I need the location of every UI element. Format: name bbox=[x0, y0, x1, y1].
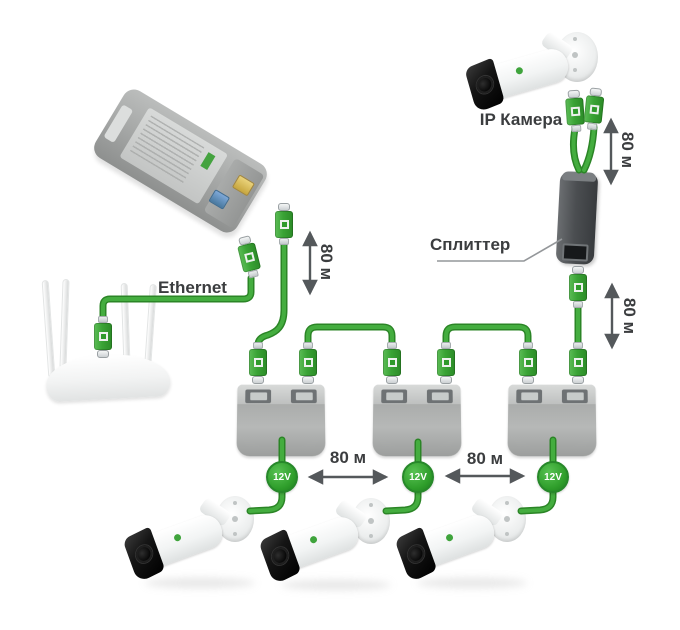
extender1-to-extender2-cable bbox=[306, 325, 394, 346]
12v-badge-label: 12V bbox=[544, 471, 562, 483]
ethernet-cable bbox=[101, 276, 253, 320]
rj45-connector-icon bbox=[569, 342, 587, 384]
ip-camera-2 bbox=[258, 496, 392, 585]
distance-label: 80 м bbox=[620, 297, 639, 335]
distance-label: 80 м bbox=[317, 243, 336, 281]
ip-camera-label: IP Камера bbox=[479, 110, 563, 129]
splitter-y-cable-left bbox=[571, 127, 581, 172]
rj45-connector-icon bbox=[94, 316, 112, 358]
ip-camera bbox=[464, 28, 598, 114]
distance-label: 80 м bbox=[466, 449, 504, 468]
rj45-connector-icon bbox=[383, 342, 401, 384]
12v-badge-label: 12V bbox=[273, 471, 291, 483]
rj45-connector-icon bbox=[249, 342, 267, 384]
rj45-connector-icon bbox=[299, 342, 317, 384]
splitter-pointer-line bbox=[437, 238, 563, 262]
ip-camera-1 bbox=[122, 494, 256, 583]
extender1-camera-power-cable bbox=[248, 438, 284, 513]
ethernet-label: Ethernet bbox=[158, 278, 227, 297]
12v-badge-label: 12V bbox=[409, 471, 427, 483]
rj45-connector-icon bbox=[569, 266, 587, 308]
camera-shadow bbox=[281, 580, 391, 590]
12v-badge: 12V bbox=[266, 461, 298, 493]
extender2-camera-power-cable bbox=[384, 440, 420, 513]
camera-shadow bbox=[145, 578, 255, 588]
rj45-connector-icon bbox=[437, 342, 455, 384]
extender3-camera-power-cable bbox=[519, 438, 555, 513]
rj45-connector-icon bbox=[275, 203, 293, 245]
splitter-label: Сплиттер bbox=[430, 235, 511, 254]
splitter-y-cable-right bbox=[582, 125, 596, 172]
distance-label: 80 м bbox=[329, 448, 367, 467]
ip-camera-3 bbox=[394, 494, 528, 583]
extender2-to-extender3-cable bbox=[444, 325, 530, 346]
distance-label: 80 м bbox=[618, 131, 637, 169]
12v-badge: 12V bbox=[402, 461, 434, 493]
12v-badge: 12V bbox=[537, 461, 569, 493]
rj45-connector-icon bbox=[519, 342, 537, 384]
injector-to-extender1-cable bbox=[256, 242, 286, 347]
camera-shadow bbox=[417, 578, 527, 588]
